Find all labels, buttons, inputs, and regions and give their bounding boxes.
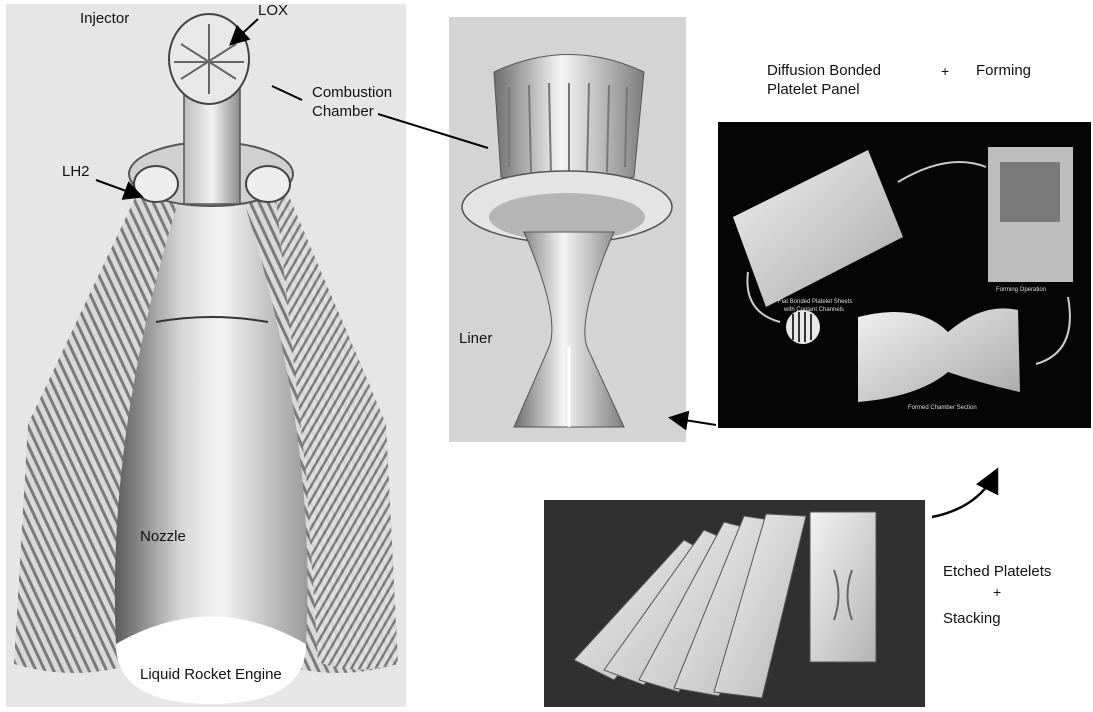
platelet-straight (810, 512, 876, 662)
plus-sign-bottom: + (993, 583, 1001, 601)
etched-platelets-photo (544, 500, 925, 707)
combustion-label-line1: Combustion (312, 84, 392, 102)
diffusion-bonded-label-line1: Diffusion Bonded (767, 62, 881, 80)
photo-caption-flat-2: with Coolant Channels (784, 307, 844, 313)
platelets-drawing (544, 500, 925, 707)
lh2-label: LH2 (62, 163, 90, 181)
liner-drawing (449, 17, 686, 442)
photo-caption-forming: Forming Operation (996, 287, 1046, 293)
forming-die-window (1000, 162, 1060, 222)
combustion-label-line2: Chamber (312, 103, 374, 121)
liner-photo (449, 17, 686, 442)
forming-label: Forming (976, 62, 1031, 80)
stacking-to-bonded-arrow (932, 472, 996, 517)
injector-label: Injector (80, 10, 129, 28)
diffusion-bonded-label-line2: Platelet Panel (767, 81, 860, 99)
etched-platelets-label: Etched Platelets (943, 563, 1051, 581)
lh2-manifold-right (246, 166, 290, 202)
lh2-manifold-left (134, 166, 178, 202)
stacking-label: Stacking (943, 610, 1001, 628)
nozzle-label: Nozzle (140, 528, 186, 546)
engine-caption: Liquid Rocket Engine (140, 666, 282, 684)
plus-sign-top: + (941, 62, 949, 80)
coolant-channel-coupon (786, 310, 820, 344)
photo-caption-formed: Formed Chamber Section (908, 405, 977, 411)
liner-label: Liner (459, 330, 492, 348)
photo-caption-flat-1: Flat Bonded Platelet Sheets (778, 299, 852, 305)
lox-label: LOX (258, 2, 288, 20)
photo-arrow-top (898, 162, 986, 182)
bonded-panel-photo: Flat Bonded Platelet Sheets with Coolant… (718, 122, 1091, 428)
formed-chamber-section (858, 308, 1020, 402)
flat-bonded-sheet (733, 150, 903, 307)
bonded-panel-drawing (718, 122, 1091, 428)
photo-arrow-right (1036, 297, 1070, 364)
